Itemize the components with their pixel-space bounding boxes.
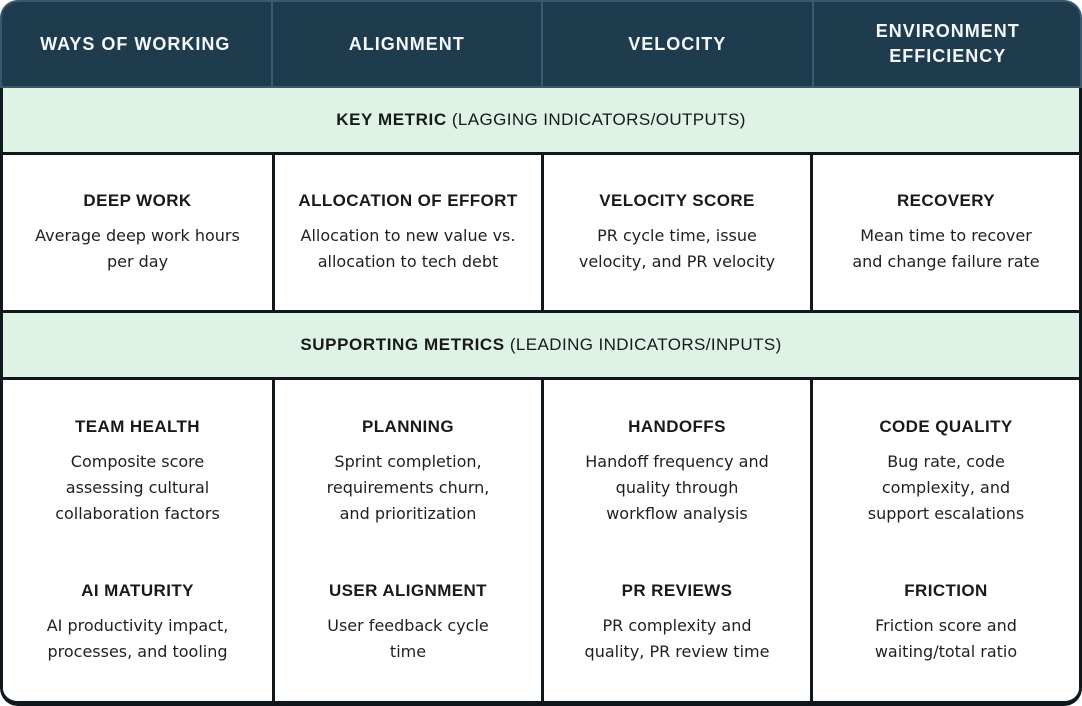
metric-ai-maturity: AI MATURITY AI productivity impact, proc…	[47, 581, 229, 665]
supporting-metrics-band: SUPPORTING METRICS (LEADING INDICATORS/I…	[3, 313, 1079, 380]
metric-title: TEAM HEALTH	[75, 416, 200, 436]
metric-user-alignment: USER ALIGNMENT User feedback cycle time	[327, 581, 489, 665]
metric-description: Allocation to new value vs. allocation t…	[300, 225, 516, 271]
metric-description: Friction score and waiting/total ratio	[874, 615, 1018, 661]
column-header-alignment: ALIGNMENT	[270, 0, 542, 88]
key-metric-cell-deep-work: DEEP WORK Average deep work hours per da…	[3, 155, 272, 310]
key-metric-cell-velocity-score: VELOCITY SCORE PR cycle time, issue velo…	[541, 155, 810, 310]
metric-description: Average deep work hours per day	[35, 225, 240, 271]
supporting-metrics-band-sub-label: (LEADING INDICATORS/INPUTS)	[504, 335, 782, 354]
key-metric-band: KEY METRIC (LAGGING INDICATORS/OUTPUTS)	[3, 88, 1079, 155]
key-metric-cell-allocation-of-effort: ALLOCATION OF EFFORT Allocation to new v…	[272, 155, 541, 310]
metric-description: Mean time to recover and change failure …	[852, 225, 1040, 271]
metric-planning: PLANNING Sprint completion, requirements…	[327, 417, 490, 527]
key-metrics-row: DEEP WORK Average deep work hours per da…	[3, 155, 1079, 313]
column-header-velocity: VELOCITY	[541, 0, 812, 88]
metric-description: User feedback cycle time	[327, 615, 489, 661]
metric-title: AI MATURITY	[81, 580, 194, 600]
metric-title: DEEP WORK	[83, 190, 192, 210]
key-metric-band-sub-label: (LAGGING INDICATORS/OUTPUTS)	[446, 110, 746, 129]
column-header-ways-of-working: WAYS OF WORKING	[40, 33, 231, 54]
supporting-cell-velocity: HANDOFFS Handoff frequency and quality t…	[541, 380, 810, 701]
metric-title: PLANNING	[362, 416, 454, 436]
metric-description: Sprint completion, requirements churn, a…	[326, 451, 490, 523]
metric-code-quality: CODE QUALITY Bug rate, code complexity, …	[868, 417, 1025, 527]
metric-description: PR complexity and quality, PR review tim…	[584, 615, 770, 661]
metric-description: Handoff frequency and quality through wo…	[585, 451, 769, 523]
metric-description: AI productivity impact, processes, and t…	[46, 615, 229, 661]
key-metric-cell-recovery: RECOVERY Mean time to recover and change…	[810, 155, 1079, 310]
supporting-metrics-row: TEAM HEALTH Composite score assessing cu…	[3, 380, 1079, 701]
metric-team-health: TEAM HEALTH Composite score assessing cu…	[55, 417, 220, 527]
supporting-metrics-band-bold-label: SUPPORTING METRICS	[300, 335, 505, 354]
metric-friction: FRICTION Friction score and waiting/tota…	[875, 581, 1017, 665]
metric-title: USER ALIGNMENT	[329, 580, 487, 600]
supporting-cell-alignment: PLANNING Sprint completion, requirements…	[272, 380, 541, 701]
key-metric-band-label: KEY METRIC (LAGGING INDICATORS/OUTPUTS)	[336, 110, 746, 130]
key-metric-band-bold-label: KEY METRIC	[336, 110, 447, 129]
table-body: KEY METRIC (LAGGING INDICATORS/OUTPUTS) …	[0, 88, 1082, 706]
supporting-metrics-band-label: SUPPORTING METRICS (LEADING INDICATORS/I…	[300, 335, 781, 355]
header-row: WAYS OF WORKING ALIGNMENT VELOCITY ENVIR…	[0, 0, 1082, 88]
metric-title: VELOCITY SCORE	[599, 190, 755, 210]
metric-description: Composite score assessing cultural colla…	[55, 451, 220, 523]
supporting-cell-ways-of-working: TEAM HEALTH Composite score assessing cu…	[3, 380, 272, 701]
column-header-environment-efficiency: ENVIRONMENT EFFICIENCY	[811, 0, 1082, 88]
metric-title: CODE QUALITY	[879, 416, 1013, 436]
metric-title: FRICTION	[904, 580, 988, 600]
metric-description: Bug rate, code complexity, and support e…	[867, 451, 1025, 523]
supporting-cell-environment-efficiency: CODE QUALITY Bug rate, code complexity, …	[810, 380, 1079, 701]
metric-pr-reviews: PR REVIEWS PR complexity and quality, PR…	[585, 581, 770, 665]
metric-title: PR REVIEWS	[621, 580, 733, 600]
metric-title: HANDOFFS	[628, 416, 726, 436]
metric-description: PR cycle time, issue velocity, and PR ve…	[578, 225, 776, 271]
metric-title: ALLOCATION OF EFFORT	[298, 190, 518, 210]
metric-title: RECOVERY	[897, 190, 995, 210]
metric-handoffs: HANDOFFS Handoff frequency and quality t…	[585, 417, 768, 527]
